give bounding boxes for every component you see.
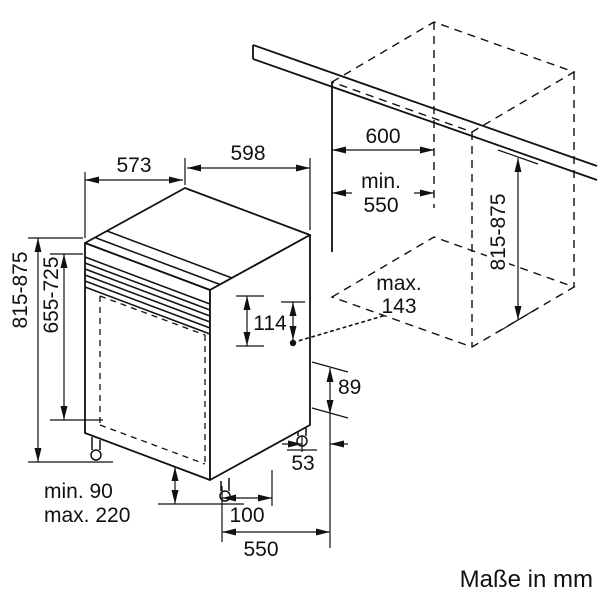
dim-offset-max-143: max. 143 <box>281 272 422 347</box>
dim-rear-foot-53: 53 <box>282 436 348 475</box>
label-815-875-right: 815-875 <box>487 193 510 270</box>
dim-appliance-width-598: 598 <box>187 142 311 230</box>
dim-worktop-depth-600: 600 <box>332 125 434 154</box>
dim-base-depth-550: 550 <box>222 528 330 561</box>
dim-niche-depth-min-550: min. 550 <box>332 168 434 218</box>
dishwasher <box>84 187 317 502</box>
dim-rear-clearance-89: 89 <box>311 361 361 548</box>
label-815-875-left: 815-875 <box>9 251 32 328</box>
label-min-90: min. 90 <box>44 480 113 503</box>
label-max: max. <box>376 272 422 295</box>
worktop-rim-lines <box>94 230 233 286</box>
niche-cabinet-dashed <box>330 21 576 348</box>
dim-niche-height-815-875: 815-875 <box>487 149 539 333</box>
dim-plinth-90-220: min. 90 max. 220 <box>44 467 244 527</box>
control-panel-band <box>84 256 211 335</box>
label-53: 53 <box>291 452 314 475</box>
label-114: 114 <box>253 312 287 335</box>
dim-panel-height-655-725: 655-725 <box>40 253 103 421</box>
label-89: 89 <box>338 376 361 399</box>
label-550: 550 <box>243 538 278 561</box>
label-143: 143 <box>381 295 416 318</box>
dotted-leader <box>297 315 384 342</box>
label-600: 600 <box>365 125 400 148</box>
label-598: 598 <box>230 142 265 165</box>
dim-appliance-depth-573: 573 <box>84 154 186 238</box>
label-655-725: 655-725 <box>40 256 63 333</box>
label-max-220: max. 220 <box>44 504 130 527</box>
dim-front-foot-100: 100 <box>221 470 273 542</box>
worktop <box>252 44 598 181</box>
dim-appliance-height-815-875: 815-875 <box>9 237 113 463</box>
caption-masse-in-mm: Maße in mm <box>460 566 593 593</box>
label-573: 573 <box>116 154 151 177</box>
label-niche-550: 550 <box>363 194 398 217</box>
dim-control-height-114: 114 <box>236 295 287 347</box>
label-niche-min: min. <box>361 170 401 193</box>
right-side-face <box>209 234 311 481</box>
furniture-panel-dashed <box>99 295 206 465</box>
reference-dot <box>289 339 297 347</box>
label-100: 100 <box>229 504 264 527</box>
